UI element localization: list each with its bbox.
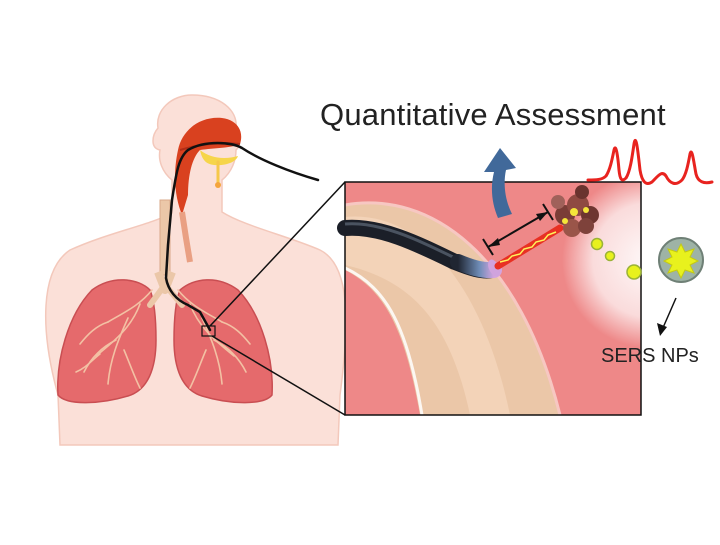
zoom-line-bottom [211, 335, 346, 416]
sers-nanoparticle-small-3 [626, 264, 642, 280]
inset-panel [344, 181, 642, 416]
raman-spectrum [586, 138, 714, 185]
sers-nanoparticle-large [658, 237, 704, 283]
airway-lumen [345, 216, 510, 415]
tumor-cluster-icon [551, 185, 599, 237]
sers-nps-label: SERS NPs [601, 345, 699, 367]
nanoparticle-pointer-arrow [657, 297, 677, 336]
endoscope-icon [337, 219, 502, 279]
quantitative-assessment-label: Quantitative Assessment [320, 97, 666, 132]
zoom-line-top [209, 181, 346, 327]
left-lung [57, 279, 157, 404]
zoom-region-marker [201, 325, 216, 337]
laser-beam [494, 224, 564, 270]
sers-nanoparticle-small-1 [590, 237, 604, 251]
mucosa-inner [345, 270, 420, 415]
distance-measurement [482, 203, 554, 256]
bronchoscope-cable [164, 141, 320, 332]
assessment-arrow [484, 148, 516, 218]
sers-nanoparticle-small-2 [604, 250, 616, 262]
